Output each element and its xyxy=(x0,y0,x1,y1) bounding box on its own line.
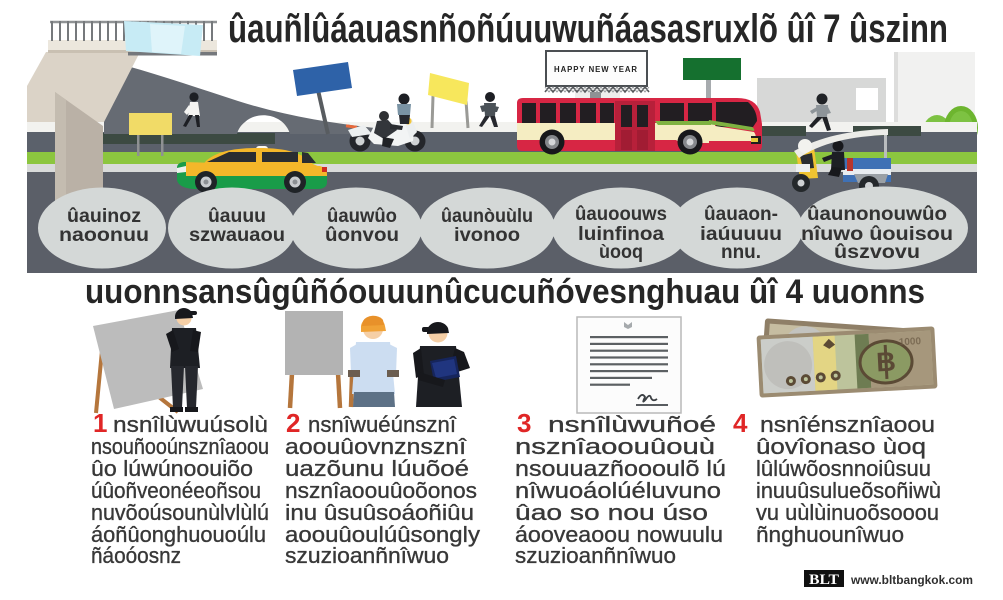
svg-text:ñnghuounîwuo: ñnghuounîwuo xyxy=(756,522,904,547)
svg-text:ûszvovu: ûszvovu xyxy=(834,242,920,263)
svg-text:ûauuu: ûauuu xyxy=(208,206,266,227)
svg-text:aoouûoulúûsongly: aoouûoulúûsongly xyxy=(285,522,480,547)
svg-text:nsouuazñoooulõ lú: nsouuazñoooulõ lú xyxy=(515,456,726,481)
svg-text:HAPPY NEW YEAR: HAPPY NEW YEAR xyxy=(554,65,638,74)
svg-text:uuonnsansûgûñóouuunûcucuñóvesn: uuonnsansûgûñóouuunûcucuñóvesnghuau ûî 4… xyxy=(85,273,925,311)
svg-text:inuuûsulueõsoñiwù: inuuûsulueõsoñiwù xyxy=(756,478,941,503)
svg-text:lûlúwõosnnoiûsuu: lûlúwõosnnoiûsuu xyxy=(756,456,931,481)
svg-text:nuvõoúsounùlvlùlú: nuvõoúsounùlvlùlú xyxy=(91,500,269,525)
svg-text:vu uùlùinuoõsooou: vu uùlùinuoõsooou xyxy=(756,500,939,525)
svg-text:nîwuoáolúéluvuno: nîwuoáolúéluvuno xyxy=(515,478,721,503)
svg-text:nnu.: nnu. xyxy=(721,242,761,263)
svg-text:nsnîénsznîaoou: nsnîénsznîaoou xyxy=(760,412,935,437)
svg-text:nsnîlùwuñoé: nsnîlùwuñoé xyxy=(548,412,716,437)
svg-text:ûauwûo: ûauwûo xyxy=(327,206,397,227)
svg-text:áoñûonghuouoúlu: áoñûonghuouoúlu xyxy=(91,522,266,547)
svg-text:uazõunu lúuõoé: uazõunu lúuõoé xyxy=(285,456,469,481)
svg-text:nsznîaoouûouù: nsznîaoouûouù xyxy=(515,434,715,459)
svg-text:ñáoóosnz: ñáoóosnz xyxy=(91,543,181,568)
svg-text:ûovîonaso ùoq: ûovîonaso ùoq xyxy=(756,434,926,459)
svg-text:ûao so nou úso: ûao so nou úso xyxy=(515,500,708,525)
svg-text:szuzioanñnîwuo: szuzioanñnîwuo xyxy=(515,543,676,568)
svg-text:1000: 1000 xyxy=(899,336,922,348)
svg-text:ûauoouws: ûauoouws xyxy=(575,204,667,225)
svg-text:ûauinoz: ûauinoz xyxy=(67,206,141,227)
svg-text:naoonuu: naoonuu xyxy=(59,225,149,246)
svg-text:ûaunòuùlu: ûaunòuùlu xyxy=(441,206,533,227)
svg-text:szwauaou: szwauaou xyxy=(189,225,285,246)
svg-text:szuzioanñnîwuo: szuzioanñnîwuo xyxy=(285,543,449,568)
svg-text:aoouûovnznsznî: aoouûovnznsznî xyxy=(285,434,467,459)
svg-text:2: 2 xyxy=(286,408,300,438)
svg-text:1: 1 xyxy=(93,408,107,438)
svg-text:nsznîaoouûoõonos: nsznîaoouûoõonos xyxy=(285,478,477,503)
svg-text:nîuwo ûouisou: nîuwo ûouisou xyxy=(801,224,953,245)
svg-text:inu ûsuûsoáoñiûu: inu ûsuûsoáoñiûu xyxy=(285,500,474,525)
svg-text:3: 3 xyxy=(517,408,531,438)
svg-text:ûo lúwúnoouiõo: ûo lúwúnoouiõo xyxy=(91,456,253,481)
svg-text:ûauñlûáauasnñoñúuuwuñáasasruxl: ûauñlûáauasnñoñúuuwuñáasasruxlõ ûî 7 ûsz… xyxy=(228,7,948,51)
svg-text:nsouñooúnsznîaoou: nsouñooúnsznîaoou xyxy=(91,434,269,459)
svg-text:nsnîwuéúnsznî: nsnîwuéúnsznî xyxy=(308,412,457,437)
svg-text:áooveaoou nowuulu: áooveaoou nowuulu xyxy=(515,522,723,547)
svg-text:iaúuuuu: iaúuuuu xyxy=(700,224,782,245)
svg-text:ûauaon-: ûauaon- xyxy=(704,204,778,225)
svg-text:ûaunonouwûo: ûaunonouwûo xyxy=(807,204,947,225)
svg-text:BLT: BLT xyxy=(809,572,839,588)
svg-text:nsnîlùwuúsolù: nsnîlùwuúsolù xyxy=(113,412,268,437)
svg-text:www.bltbangkok.com: www.bltbangkok.com xyxy=(850,575,973,587)
svg-text:ûonvou: ûonvou xyxy=(325,225,399,246)
svg-text:ùooq: ùooq xyxy=(599,242,643,263)
svg-text:luinfinoa: luinfinoa xyxy=(578,224,664,245)
svg-text:úûoñveonéeoñsou: úûoñveonéeoñsou xyxy=(91,478,261,503)
svg-text:ivonoo: ivonoo xyxy=(454,225,520,246)
svg-text:4: 4 xyxy=(733,408,748,438)
